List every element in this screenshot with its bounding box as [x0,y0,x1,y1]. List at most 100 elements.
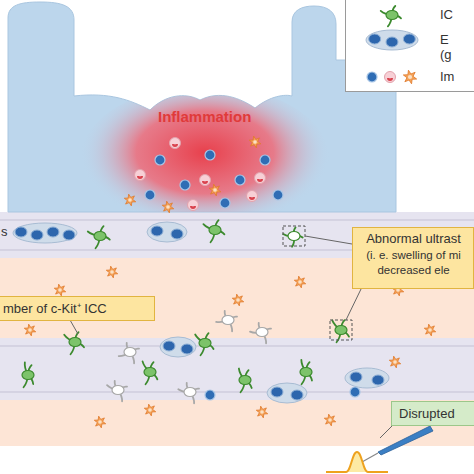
icc-body [22,371,34,380]
icc-body [69,338,81,347]
lymphocyte [220,198,230,208]
nucleus [387,78,393,81]
neutrophil [170,138,181,149]
layer-label: s [1,224,8,239]
icc-body [335,326,347,335]
legend-text: Im [440,69,458,84]
neuron [171,229,183,239]
neuron [350,372,362,382]
neuron [271,387,283,397]
zoom-frame [330,320,352,340]
macrophage [232,294,243,306]
neuron [31,230,43,240]
nucleus [137,176,143,179]
macrophage [106,266,117,278]
callout-text: (i. e. swelling of mi decreased ele [357,248,470,278]
recording-electrode [378,426,433,455]
neutrophil [385,72,396,83]
icc-body [222,316,234,325]
ganglion [147,222,187,242]
enteric-neuron-cluster [160,337,196,357]
icc-cell [178,383,199,403]
ganglion [160,337,196,357]
macrophage [94,416,105,428]
callout-text: Disrupted [399,406,472,423]
enteric-neuron-cluster [366,30,418,50]
macrophage [209,184,220,196]
icc-body [184,388,196,397]
nucleus [236,298,240,302]
icc-cell [64,332,84,354]
callout-text: mber of c-Kit⁺ ICC [3,301,151,318]
icc-body [288,232,300,241]
nucleus [98,420,102,424]
neuron [15,227,27,237]
neuron [151,226,163,236]
legend-symbol [352,64,434,90]
enteric-neuron-cluster [13,223,77,243]
neuron [291,390,303,400]
slow-wave-trace [326,452,388,472]
icc-cell [143,361,158,384]
nucleus [128,198,132,202]
icc-cell [216,311,237,331]
icc-body [386,11,398,20]
lymphocyte [180,180,190,190]
nerve-fibre [0,220,474,221]
icc-body [199,339,211,348]
lymphocyte [155,155,165,165]
icc-cell [239,369,252,393]
callout-text: Abnormal ultrast [357,231,470,248]
nucleus [428,328,432,332]
icc-cell [195,333,213,355]
icc-body [94,232,106,241]
macrophage [24,324,35,336]
lymphocyte [260,155,270,165]
neutrophil [135,170,146,181]
lymphocyte [273,190,283,200]
lymphocyte [367,72,377,82]
neuron [403,34,415,44]
inflammation-zone [80,85,330,235]
callout-box: mber of c-Kit⁺ ICC [0,296,155,321]
macrophage [256,406,267,418]
icc-cell [119,343,139,363]
ganglion [267,383,307,403]
icc-cell [107,381,127,401]
neuron [181,344,193,354]
enteric-neuron-cluster [345,368,389,388]
legend-text: IC [440,7,458,22]
leader-line [70,320,78,334]
icc-cell [22,362,34,387]
legend-text: E (g [440,32,458,62]
icc-body [144,368,156,377]
icc-body [124,348,136,357]
nucleus [172,144,178,147]
lymphocyte [205,390,215,400]
lymphocyte [205,150,215,160]
macrophage [294,276,305,288]
region-label: Inflammation [158,108,251,125]
callout-box: Abnormal ultrast(i. e. swelling of mi de… [352,227,474,289]
legend-symbol [352,2,434,28]
zoom-frame [283,226,305,246]
icc-cell [381,6,401,26]
myenteric-plexus-band [0,338,474,400]
nucleus [190,206,196,209]
ganglion [366,30,418,50]
nucleus [257,179,263,182]
lymphocyte [350,387,360,397]
icc-cell [203,220,224,242]
nerve-fibre [0,392,474,393]
macrophage [403,70,416,84]
nucleus [328,418,332,422]
nucleus [249,197,255,200]
nucleus [110,270,114,274]
macrophage [389,356,400,368]
nucleus [298,280,302,284]
nucleus [260,410,264,414]
enteric-neuron-cluster [147,222,187,242]
icc-cell [300,360,312,384]
neuron [369,34,381,44]
nucleus [213,188,217,192]
